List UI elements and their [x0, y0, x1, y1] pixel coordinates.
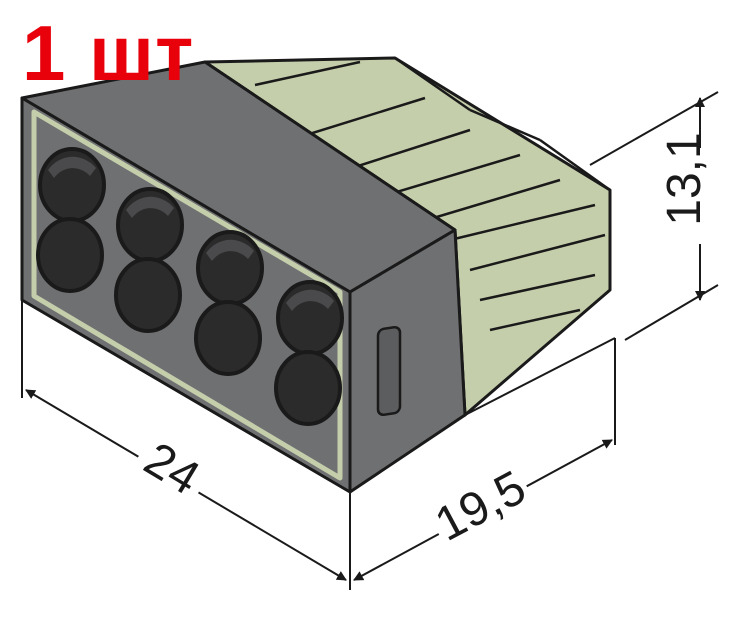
- height-dimension: 13,1: [658, 97, 725, 301]
- test-slot: [376, 325, 402, 417]
- width-label: 24: [135, 433, 208, 506]
- height-label: 13,1: [658, 132, 711, 225]
- lever-section: [203, 56, 612, 417]
- quantity-badge: 1 шт: [22, 9, 195, 97]
